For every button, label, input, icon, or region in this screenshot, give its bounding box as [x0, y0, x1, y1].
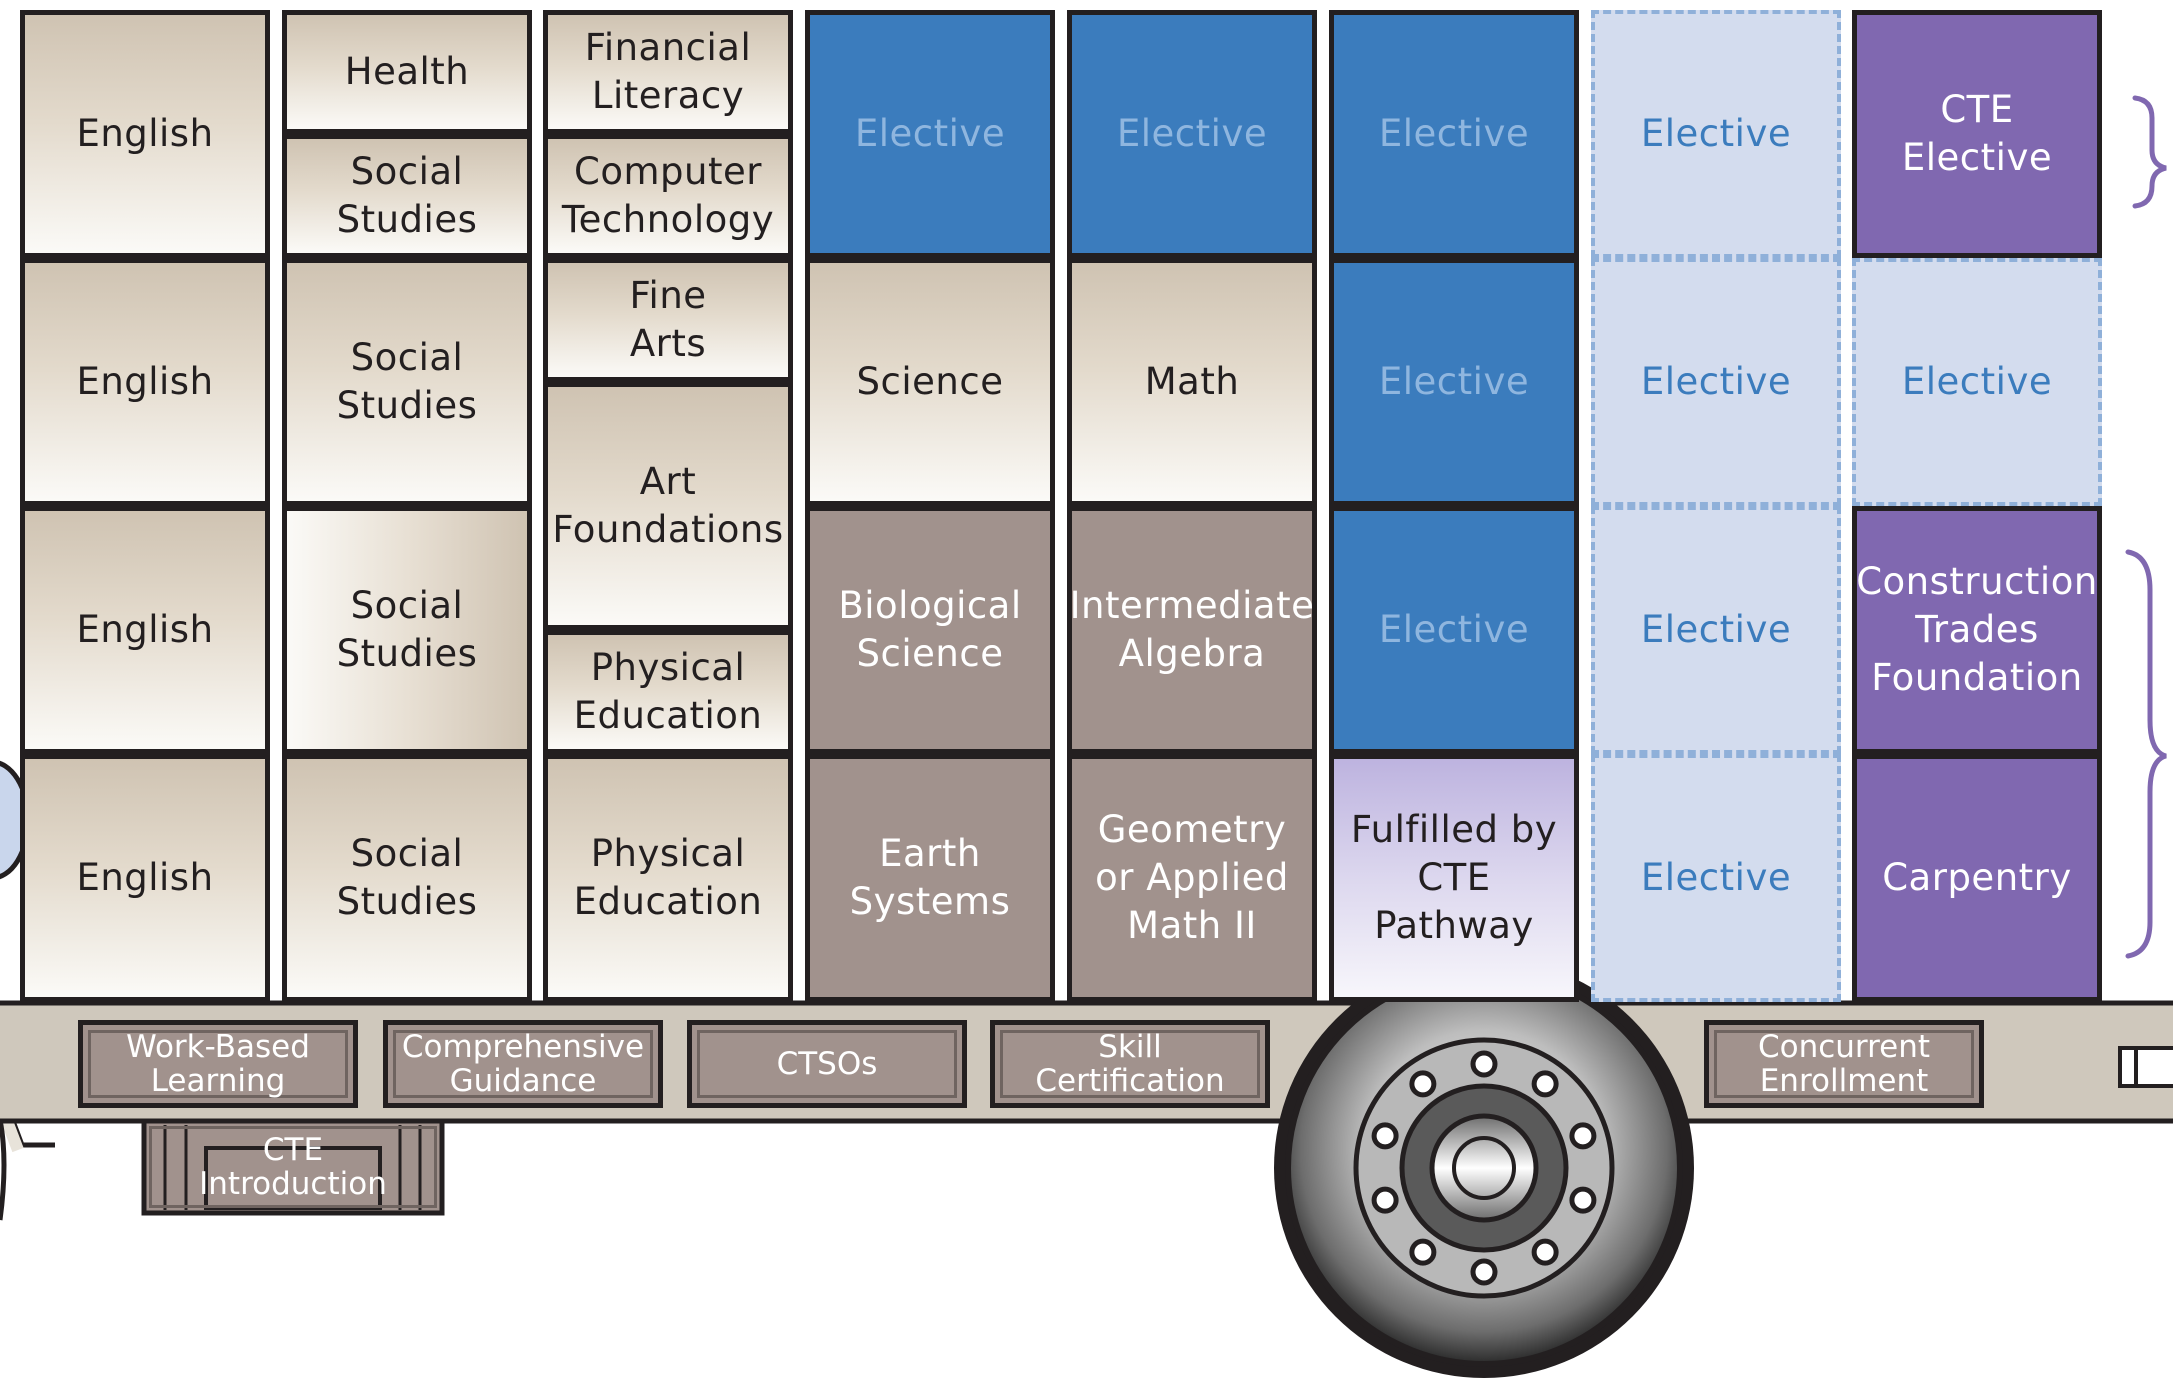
course-label: Elective: [1640, 607, 1792, 651]
support-tab-label: Skill Certification: [1035, 1028, 1225, 1099]
course-cell: Carpentry: [1852, 754, 2102, 1002]
support-tab-label: Concurrent Enrollment: [1757, 1028, 1931, 1099]
support-tab: Work-Based Learning: [78, 1020, 358, 1108]
course-label: Carpentry: [1882, 855, 2072, 899]
course-label: Elective: [1640, 111, 1792, 155]
course-cell: Elective: [1067, 10, 1317, 258]
course-label: Science: [856, 359, 1004, 403]
course-cell: Elective: [1591, 754, 1841, 1002]
support-tab: Skill Certification: [990, 1020, 1270, 1108]
course-cell: English: [20, 754, 270, 1002]
course-label: Elective: [854, 111, 1006, 155]
course-cell: Geometry or Applied Math II: [1067, 754, 1317, 1002]
course-label: Intermediate Algebra: [1069, 583, 1315, 675]
course-label: Elective: [1116, 111, 1268, 155]
course-label: Elective: [1378, 607, 1530, 651]
course-cell: Elective: [1591, 506, 1841, 754]
course-cell: Elective: [1329, 10, 1579, 258]
course-cell: CTE Elective: [1852, 10, 2102, 258]
course-label: Math: [1144, 359, 1240, 403]
course-cell: Elective: [1329, 506, 1579, 754]
course-cell: Computer Technology: [543, 134, 793, 258]
course-cell: Math: [1067, 258, 1317, 506]
lug-nut-icon: [1531, 1238, 1559, 1266]
lug-nut-icon: [1569, 1186, 1597, 1214]
support-tab-label: CTSOs: [776, 1045, 878, 1082]
course-label: English: [76, 111, 214, 155]
course-cell: Physical Education: [543, 630, 793, 754]
support-tab: Concurrent Enrollment: [1704, 1020, 1984, 1108]
course-label: CTE Elective: [1901, 87, 2053, 179]
course-label: Health: [344, 49, 470, 93]
course-label: Social Studies: [336, 335, 478, 427]
course-cell: English: [20, 258, 270, 506]
lug-nut-icon: [1470, 1050, 1498, 1078]
course-cell: Elective: [1591, 258, 1841, 506]
course-cell: Social Studies: [282, 258, 532, 506]
course-label: Construction Trades Foundation: [1856, 559, 2098, 700]
course-label: Biological Science: [838, 583, 1022, 675]
support-tab: CTSOs: [687, 1020, 967, 1108]
course-cell: Social Studies: [282, 134, 532, 258]
course-label: Earth Systems: [849, 831, 1011, 923]
course-cell: Fine Arts: [543, 258, 793, 382]
course-label: Physical Education: [573, 831, 763, 923]
course-label: Elective: [1378, 111, 1530, 155]
course-label: Social Studies: [336, 831, 478, 923]
course-label: Physical Education: [573, 645, 763, 737]
course-label: Computer Technology: [561, 149, 775, 241]
course-cell: Fulfilled by CTE Pathway: [1329, 754, 1579, 1002]
course-label: Social Studies: [336, 149, 478, 241]
course-cell: Physical Education: [543, 754, 793, 1002]
curly-brace-icon: [2125, 549, 2167, 959]
course-label: Fulfilled by CTE Pathway: [1350, 807, 1558, 948]
course-cell: English: [20, 10, 270, 258]
cte-introduction-step-label: CTE Introduction: [144, 1121, 442, 1213]
course-label: Elective: [1640, 855, 1792, 899]
lug-nut-icon: [1569, 1122, 1597, 1150]
course-cell: Biological Science: [805, 506, 1055, 754]
course-label: Geometry or Applied Math II: [1095, 807, 1289, 948]
course-cell: Intermediate Algebra: [1067, 506, 1317, 754]
lug-nut-icon: [1409, 1070, 1437, 1098]
course-label: Elective: [1640, 359, 1792, 403]
course-cell: Financial Literacy: [543, 10, 793, 134]
course-cell: Science: [805, 258, 1055, 506]
lug-nut-icon: [1470, 1258, 1498, 1286]
support-tab-label: Comprehensive Guidance: [401, 1028, 645, 1099]
step-label-text: CTE Introduction: [199, 1131, 387, 1202]
lug-nut-icon: [1531, 1070, 1559, 1098]
course-cell: Elective: [1329, 258, 1579, 506]
course-cell: Elective: [805, 10, 1055, 258]
lug-nut-icon: [1371, 1186, 1399, 1214]
course-label: Financial Literacy: [584, 25, 752, 117]
curly-brace-icon: [2132, 95, 2167, 209]
course-cell: Elective: [1852, 258, 2102, 506]
course-label: Fine Arts: [629, 273, 707, 365]
course-label: English: [76, 607, 214, 651]
course-cell: Construction Trades Foundation: [1852, 506, 2102, 754]
lug-nut-icon: [1409, 1238, 1437, 1266]
tail-light-icon: [2118, 1046, 2173, 1088]
course-label: Elective: [1901, 359, 2053, 403]
course-label: Social Studies: [336, 583, 478, 675]
course-cell: Health: [282, 10, 532, 134]
course-label: English: [76, 855, 214, 899]
course-cell: Elective: [1591, 10, 1841, 258]
support-tab-label: Work-Based Learning: [126, 1028, 310, 1099]
truck-step-icon: [141, 1118, 445, 1216]
course-label: Art Foundations: [552, 459, 784, 551]
course-label: English: [76, 359, 214, 403]
course-cell: Social Studies: [282, 754, 532, 1002]
course-cell: Art Foundations: [543, 382, 793, 630]
course-cell: Social Studies: [282, 506, 532, 754]
lug-nut-icon: [1371, 1122, 1399, 1150]
course-cell: Earth Systems: [805, 754, 1055, 1002]
course-cell: English: [20, 506, 270, 754]
course-label: Elective: [1378, 359, 1530, 403]
truck-wheel-icon: [1274, 958, 1694, 1378]
support-tab: Comprehensive Guidance: [383, 1020, 663, 1108]
